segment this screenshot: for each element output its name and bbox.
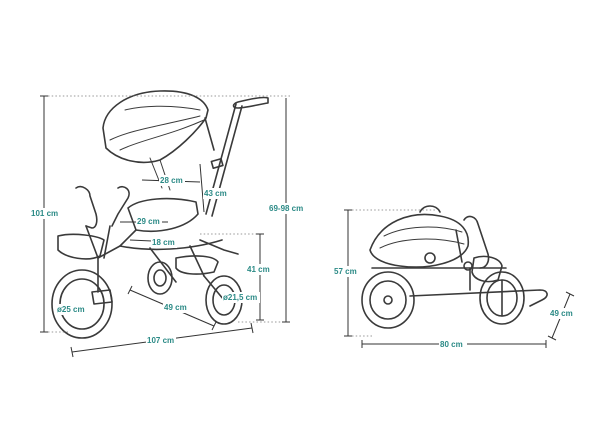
unfolded-dimension-lines <box>40 95 290 358</box>
unfolded-tricycle-illustration <box>51 90 269 339</box>
rear-deck-drawing <box>175 255 219 275</box>
label-wheelbase: 49 cm <box>164 303 187 312</box>
front-basket-drawing <box>57 233 105 260</box>
label-seat-depth: 18 cm <box>152 238 175 247</box>
label-seat-height: 41 cm <box>247 265 270 274</box>
dimension-labels: 101 cm 69-98 cm 28 cm 43 cm 29 cm 18 cm … <box>30 175 577 350</box>
front-wheel-drawing <box>51 257 113 339</box>
label-front-wheel: ø25 cm <box>57 305 85 314</box>
label-overall-length: 107 cm <box>147 336 174 345</box>
label-backrest-height: 43 cm <box>204 189 227 198</box>
label-rear-wheel: ø21,5 cm <box>223 293 257 302</box>
middle-wheel-drawing <box>147 261 173 295</box>
folded-tricycle-illustration <box>361 205 548 329</box>
label-folded-height: 57 cm <box>334 267 357 276</box>
handlebar-drawing <box>75 185 130 259</box>
label-seat-width: 29 cm <box>137 217 160 226</box>
label-handle-height: 69-98 cm <box>269 204 303 213</box>
label-overall-height: 101 cm <box>31 209 58 218</box>
folded-front-wheel-drawing <box>361 271 415 329</box>
folded-rear-wheel-drawing <box>479 271 525 325</box>
label-folded-width: 49 cm <box>550 309 573 318</box>
canopy-drawing <box>102 90 215 191</box>
label-canopy-depth: 28 cm <box>160 176 183 185</box>
backrest-height-line <box>199 163 205 213</box>
label-folded-length: 80 cm <box>440 340 463 349</box>
